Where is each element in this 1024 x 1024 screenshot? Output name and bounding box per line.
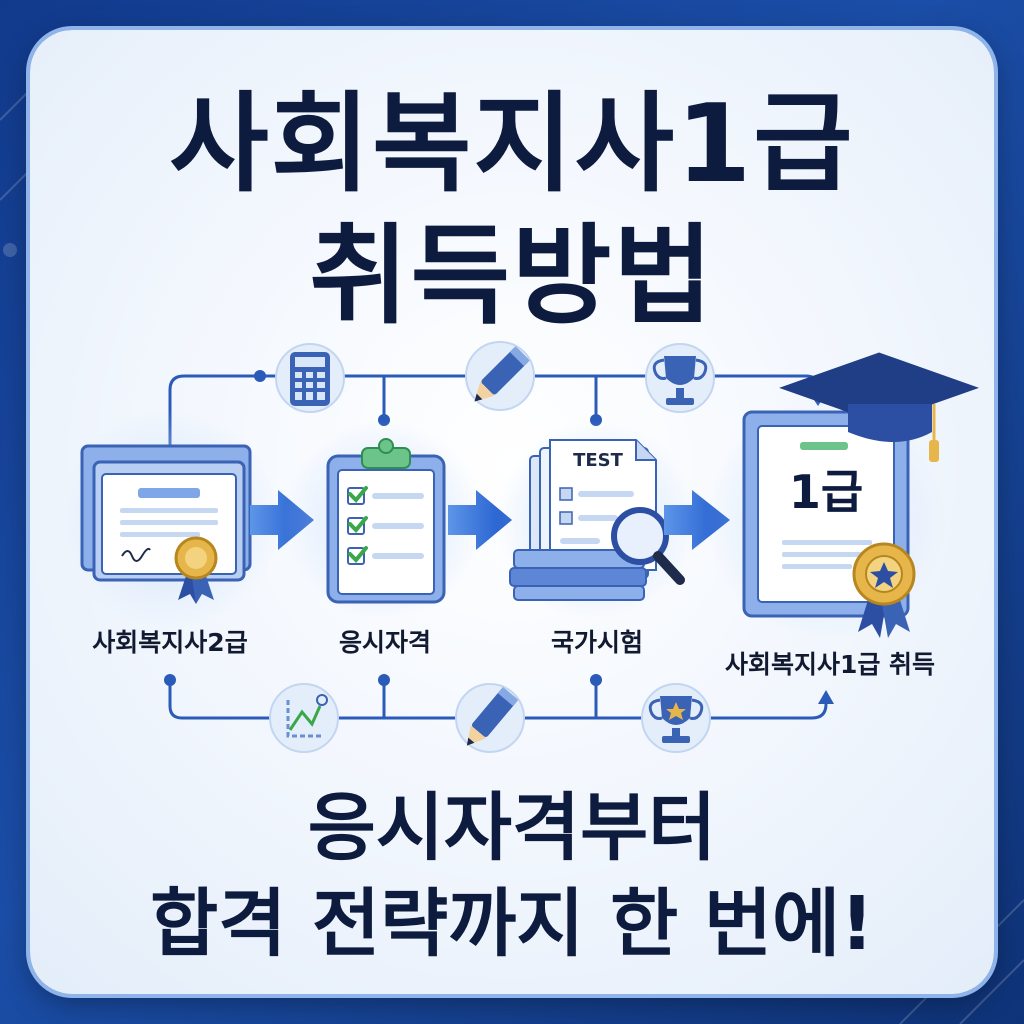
subtitle-line-1: 응시자격부터 <box>307 785 717 871</box>
clipboard-checklist-icon <box>284 420 484 620</box>
bottom-connector-dot <box>164 674 176 686</box>
star-trophy-icon <box>641 683 711 753</box>
bottom-connector-arrowhead <box>818 690 834 704</box>
flow-arrow <box>250 490 314 550</box>
main-title-line-2: 취득방법 <box>309 214 715 339</box>
pencil-icon <box>455 683 525 753</box>
subtitle-line-2: 합격 전략까지 한 번에! <box>150 881 874 967</box>
certificate-grade-label: 1급 <box>788 465 864 519</box>
chart-icon <box>269 683 339 753</box>
bottom-connector-dot <box>590 674 602 686</box>
grade-certificate-graduation-cap-icon <box>706 352 980 640</box>
certificate-icon <box>60 410 280 630</box>
flow-arrow <box>448 490 512 550</box>
flow-arrow <box>664 490 730 550</box>
step-label-social-worker-2nd: 사회복지사2급 <box>92 628 248 657</box>
step-label-acquire-1st-grade: 사회복지사1급 취득 <box>724 650 936 679</box>
trophy-icon <box>645 343 715 413</box>
test-papers-magnifier-icon <box>496 420 696 620</box>
step-label-national-exam: 국가시험 <box>550 628 643 657</box>
top-connector-dot <box>254 370 266 382</box>
step-label-eligibility: 응시자격 <box>338 628 431 657</box>
pencil-icon <box>465 341 535 411</box>
test-paper-label: TEST <box>573 450 623 471</box>
main-title-line-1: 사회복지사1급 <box>169 82 855 207</box>
calculator-icon <box>275 343 345 413</box>
bottom-connector-dot <box>378 674 390 686</box>
